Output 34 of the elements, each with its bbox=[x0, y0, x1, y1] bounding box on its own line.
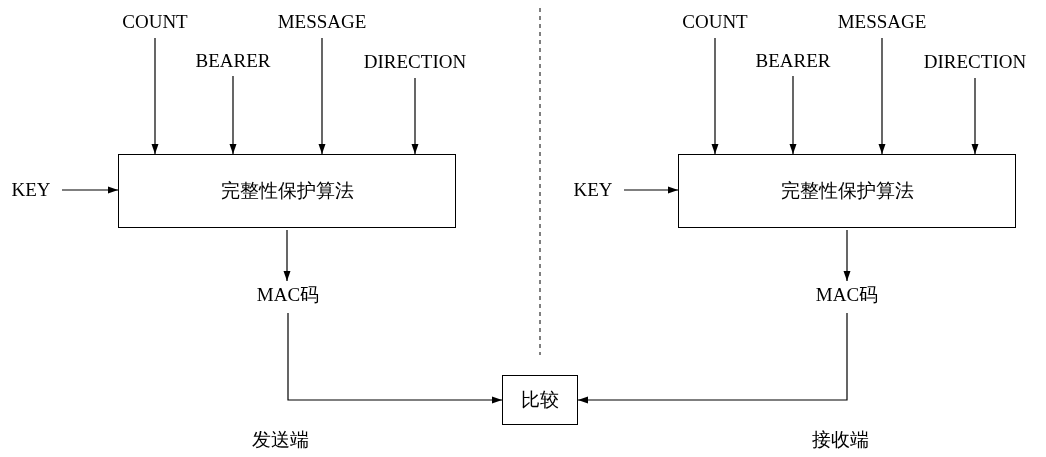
input-label: KEY bbox=[566, 176, 620, 204]
arrow bbox=[411, 77, 419, 155]
input-label: DIRECTION bbox=[905, 48, 1045, 76]
side-label: 发送端 bbox=[252, 428, 309, 452]
arrow bbox=[151, 37, 159, 155]
input-label: BEARER bbox=[188, 48, 278, 74]
box-text: 比较 bbox=[521, 388, 559, 412]
box-text: 完整性保护算法 bbox=[220, 179, 354, 203]
process-box bbox=[118, 154, 456, 228]
arrow bbox=[318, 37, 326, 155]
arrow bbox=[843, 229, 851, 282]
arrow bbox=[287, 312, 503, 404]
box-text: 完整性保护算法 bbox=[780, 179, 914, 203]
arrow bbox=[711, 37, 719, 155]
input-label: COUNT bbox=[115, 8, 195, 36]
input-label: MESSAGE bbox=[832, 8, 932, 36]
input-label: COUNT bbox=[675, 8, 755, 36]
input-label: MAC码 bbox=[811, 281, 883, 309]
process-box bbox=[678, 154, 1016, 228]
process-box bbox=[502, 375, 578, 425]
arrow bbox=[229, 75, 237, 155]
input-label: MAC码 bbox=[252, 281, 324, 309]
input-label: MESSAGE bbox=[272, 8, 372, 36]
arrow bbox=[971, 77, 979, 155]
side-label: 接收端 bbox=[812, 428, 869, 452]
arrow bbox=[577, 312, 848, 404]
input-label: BEARER bbox=[748, 48, 838, 74]
input-label: DIRECTION bbox=[345, 48, 485, 76]
arrow bbox=[283, 229, 291, 282]
arrow bbox=[61, 186, 119, 194]
arrow bbox=[789, 75, 797, 155]
arrow bbox=[878, 37, 886, 155]
arrow bbox=[623, 186, 679, 194]
input-label: KEY bbox=[4, 176, 58, 204]
